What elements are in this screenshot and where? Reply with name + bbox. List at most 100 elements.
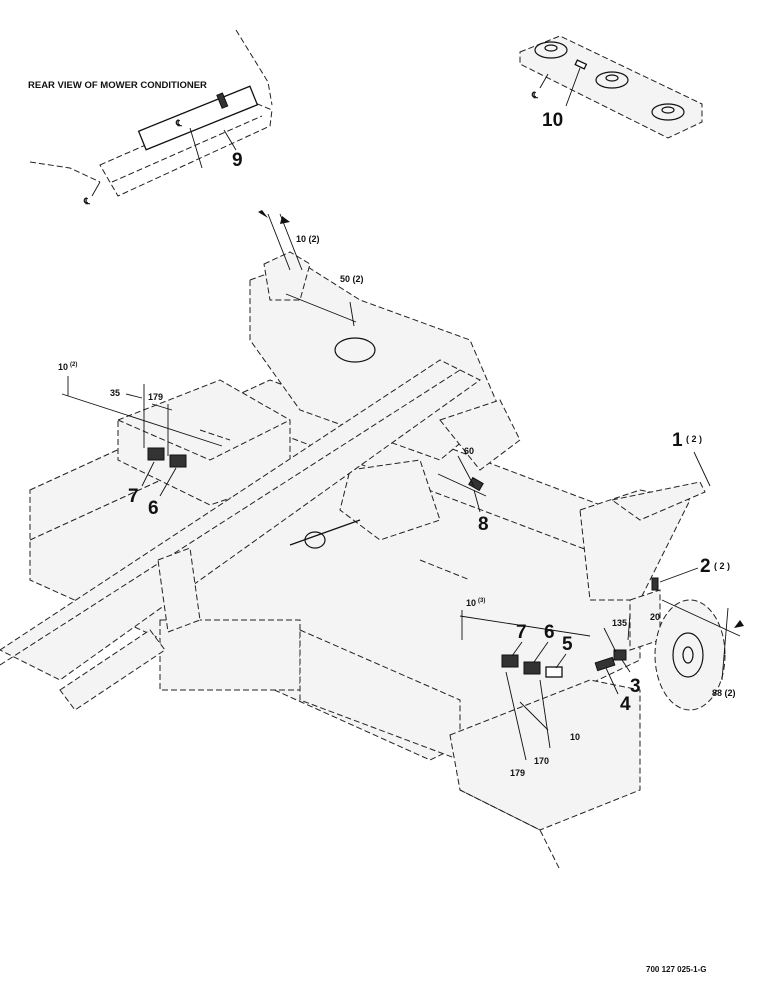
drawing-code: 700 127 025-1-G	[646, 965, 707, 974]
dim-20: 20	[650, 612, 660, 622]
dim-88-2: 88 (2)	[712, 688, 736, 698]
dim-10-2-left: 10	[58, 362, 68, 372]
decal-6-left	[169, 454, 187, 468]
callout-6-left: 6	[148, 498, 159, 519]
callout-7-right: 7	[516, 622, 527, 643]
dim-35: 35	[110, 388, 120, 398]
decal-6-right	[523, 661, 541, 675]
jack-stand	[610, 481, 706, 521]
centerline-mark-rear: ℄	[175, 118, 182, 128]
leader-line-7-right	[511, 641, 523, 657]
leader-line-9	[223, 129, 237, 151]
dim-170: 170	[534, 756, 549, 766]
decal-7-left	[147, 447, 165, 461]
dim-179-bottom: 179	[510, 768, 525, 778]
leader-line-6-right	[533, 641, 549, 663]
deck-line	[199, 429, 231, 441]
dimension-lines: 10 (2) 50 (2) 10 (2) 35 179 60 10 (3) 13…	[58, 210, 744, 778]
cutterbar	[519, 35, 703, 139]
disc-hub	[544, 44, 558, 52]
dim-line	[349, 301, 355, 327]
disc-1	[534, 41, 568, 59]
center-gearbox	[339, 459, 441, 541]
disc-3	[651, 103, 685, 121]
decal-2	[651, 577, 659, 591]
dim-50-2: 50 (2)	[340, 274, 364, 284]
right-frame	[579, 489, 691, 601]
leader-line-7-left	[141, 461, 155, 487]
dim-arrow	[280, 216, 290, 224]
callout-9: 9	[232, 150, 243, 171]
leader-line	[91, 181, 101, 197]
dim-10-3-qty: (3)	[478, 598, 485, 604]
callouts: 1 ( 2 ) 2 ( 2 ) 3 4 5 6 6 7 7 8	[128, 430, 730, 715]
mower-conditioner-drawing	[0, 251, 726, 871]
inset-frame-line	[235, 29, 273, 106]
leader-line-3	[621, 659, 631, 673]
dim-135: 135	[612, 618, 627, 628]
hitch-post	[263, 251, 311, 301]
cutterbar-decal	[574, 59, 588, 70]
decal-7-right	[501, 654, 519, 668]
dim-60: 60	[464, 446, 474, 456]
rear-shield-edge	[111, 115, 263, 183]
decal-3	[613, 649, 627, 661]
driveshaft-yoke	[304, 531, 326, 549]
dim-10-2-left-qty: (2)	[70, 362, 77, 368]
leader-line-5	[555, 653, 567, 669]
dim-line	[457, 455, 475, 487]
leader-line-2	[659, 567, 699, 583]
dim-line	[539, 679, 551, 749]
disc-hub	[661, 106, 675, 114]
disc-hub	[605, 74, 619, 82]
skid-edge	[459, 789, 561, 871]
dim-line	[603, 627, 617, 653]
gearbox-bracket	[439, 399, 521, 471]
dim-line	[125, 393, 143, 399]
callout-10: 10	[542, 110, 563, 131]
dim-line	[61, 393, 223, 447]
callout-8: 8	[478, 514, 489, 535]
dim-line	[459, 615, 591, 637]
decal-logo-block	[216, 92, 229, 109]
case-decal-rear	[137, 85, 259, 151]
inset-title: REAR VIEW OF MOWER CONDITIONER	[28, 80, 207, 91]
leader-line	[189, 127, 203, 169]
leader-line-10	[565, 67, 581, 107]
driveshaft	[289, 519, 361, 546]
dim-line	[519, 701, 549, 731]
callout-5: 5	[562, 634, 573, 655]
dim-line	[627, 613, 631, 641]
wheel-hub	[682, 646, 694, 664]
callout-7-left: 7	[128, 486, 139, 507]
dim-line	[279, 213, 303, 271]
decal-4	[594, 656, 616, 672]
leader-line	[539, 73, 549, 89]
callout-6-right: 6	[544, 622, 555, 643]
leader-line-4	[605, 667, 619, 695]
dim-line	[437, 473, 487, 497]
disc-2	[595, 71, 629, 89]
leader-line-8	[473, 489, 481, 513]
disc-bar-inset: ℄ 10	[519, 35, 703, 139]
dim-line	[505, 671, 527, 761]
callout-1-qty: ( 2 )	[686, 434, 702, 444]
gearbox-cap	[334, 337, 376, 363]
wheel-rim	[672, 632, 704, 678]
centerline-mark-left: ℄	[83, 196, 90, 206]
dim-arrow	[258, 210, 268, 218]
lower-shield-left	[159, 619, 301, 691]
dim-line	[661, 599, 741, 637]
callout-1: 1	[672, 430, 683, 451]
rear-view-inset: REAR VIEW OF MOWER CONDITIONER ℄ ℄ 9	[28, 29, 273, 206]
decal-5	[545, 666, 563, 678]
dim-line	[267, 213, 291, 271]
centerline-mark-bar: ℄	[531, 90, 538, 100]
tongue-bracket	[157, 547, 201, 633]
dim-line	[285, 293, 357, 323]
dim-10-3: 10	[466, 598, 476, 608]
decals	[147, 447, 659, 678]
tongue	[0, 359, 481, 681]
leader-line-6-left	[159, 467, 177, 497]
